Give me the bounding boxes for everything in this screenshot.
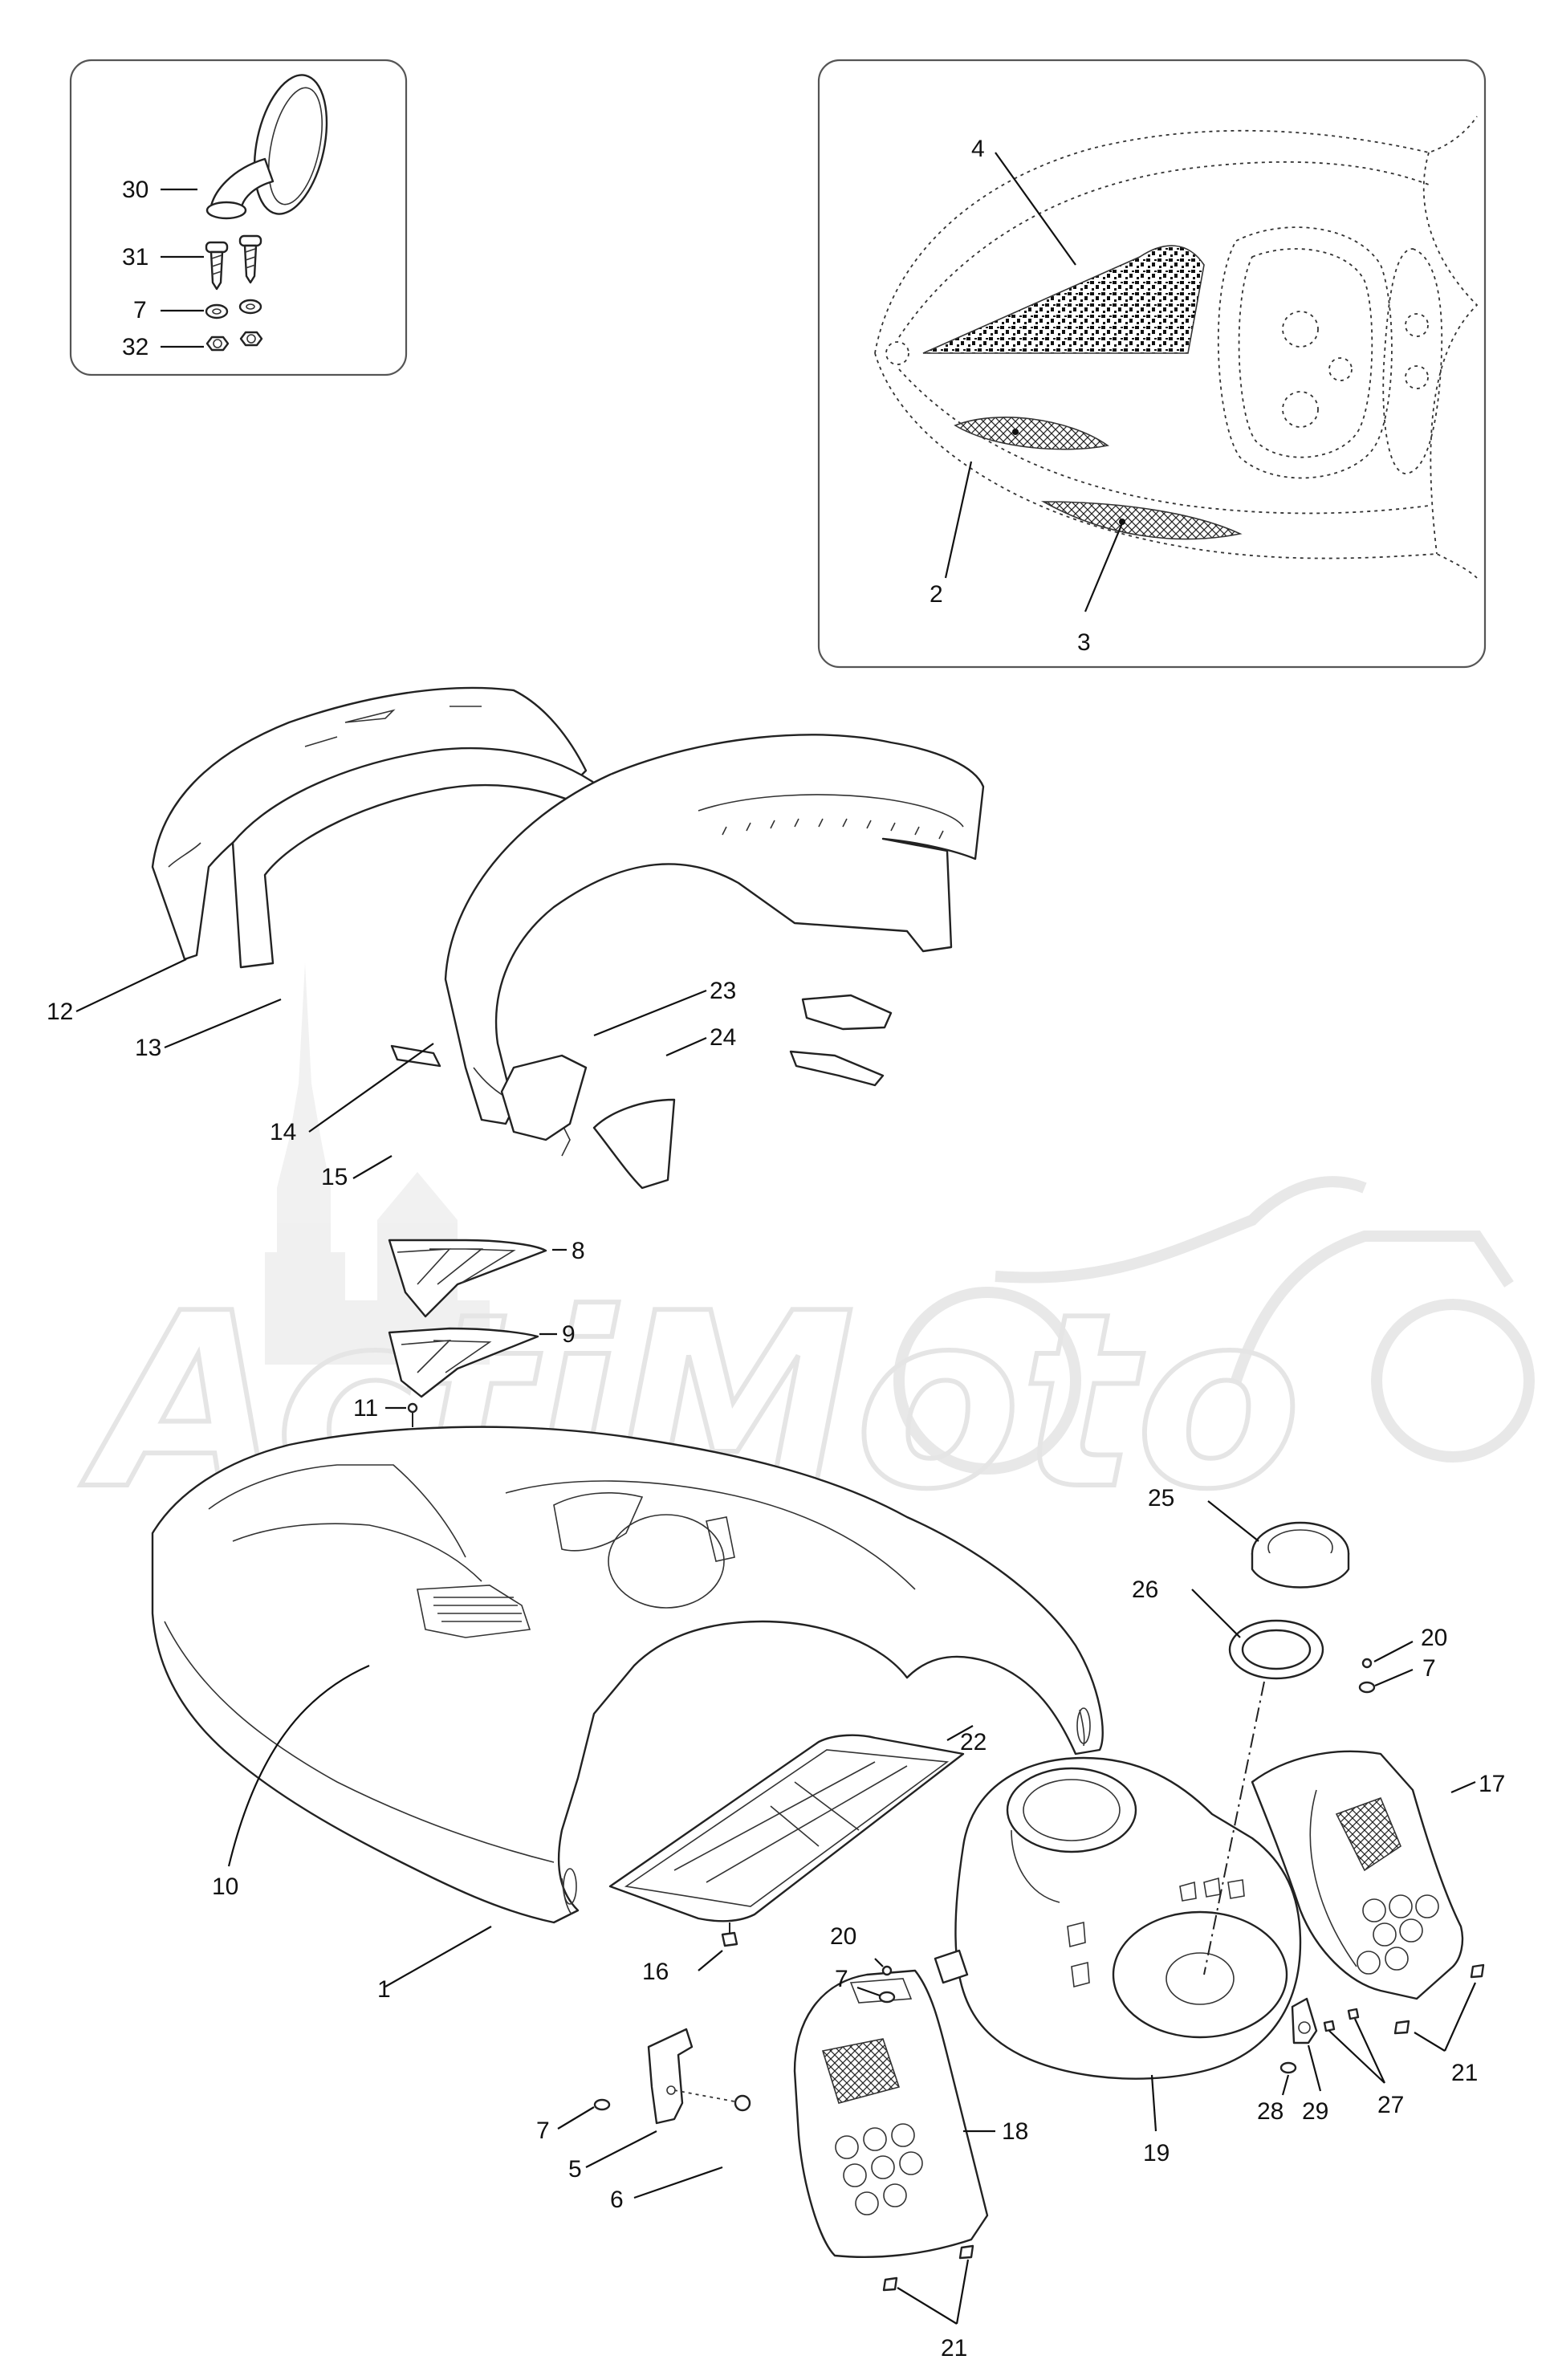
callout-32: 32 xyxy=(122,334,148,360)
side-panel-18 xyxy=(793,1958,995,2325)
callout-2: 2 xyxy=(930,581,943,608)
callout-3: 3 xyxy=(1077,629,1091,656)
callout-7-washer: 7 xyxy=(133,297,147,323)
callout-10: 10 xyxy=(212,1873,238,1900)
callout-25: 25 xyxy=(1148,1485,1174,1511)
cowl-12-13 xyxy=(75,686,612,1049)
callout-1: 1 xyxy=(377,1976,391,2003)
callout-12: 12 xyxy=(47,999,73,1025)
callout-30: 30 xyxy=(122,177,148,203)
callout-26: 26 xyxy=(1132,1576,1158,1603)
tray-22 xyxy=(608,1725,974,1971)
callout-8: 8 xyxy=(572,1238,585,1264)
bracket-5-6 xyxy=(557,2028,751,2199)
console-19 xyxy=(934,1756,1302,2132)
callout-21-bottom: 21 xyxy=(941,2335,967,2362)
callout-7-upper: 7 xyxy=(1422,1655,1436,1682)
vents xyxy=(385,1239,567,1525)
side-panel-17 xyxy=(1251,1641,1485,2052)
callout-22: 22 xyxy=(960,1729,987,1756)
front-body-1 xyxy=(151,1426,1104,1987)
callout-9: 9 xyxy=(562,1321,576,1348)
callout-28: 28 xyxy=(1257,2098,1283,2125)
callout-27: 27 xyxy=(1377,2092,1404,2118)
callout-4: 4 xyxy=(971,136,985,162)
callout-13: 13 xyxy=(135,1035,161,1061)
callout-5: 5 xyxy=(568,2156,582,2183)
rings-25-26 xyxy=(1191,1500,1350,1975)
callout-11: 11 xyxy=(353,1395,378,1422)
callout-21-right: 21 xyxy=(1451,2060,1478,2086)
callout-20-upper: 20 xyxy=(1421,1625,1447,1651)
callout-labels: 30 31 7 32 4 2 3 12 13 14 15 23 24 8 9 1… xyxy=(47,136,1505,2362)
callout-7-lower: 7 xyxy=(835,1966,848,1992)
bracket-27-29 xyxy=(1279,1997,1385,2096)
callout-23: 23 xyxy=(710,978,736,1004)
callout-7-bracket: 7 xyxy=(536,2118,550,2144)
mirror-inset xyxy=(69,59,408,376)
callout-24: 24 xyxy=(710,1024,736,1051)
callout-29: 29 xyxy=(1302,2098,1328,2125)
seat-inset xyxy=(817,59,1487,669)
callout-14: 14 xyxy=(270,1119,296,1145)
callout-15: 15 xyxy=(321,1164,348,1190)
callout-19: 19 xyxy=(1143,2140,1170,2166)
callout-16: 16 xyxy=(642,1959,669,1985)
callout-6: 6 xyxy=(610,2187,624,2213)
callout-31: 31 xyxy=(122,244,148,271)
callout-20-lower: 20 xyxy=(830,1923,856,1950)
cowl-14 xyxy=(308,734,985,1190)
callout-18: 18 xyxy=(1002,2118,1028,2145)
callout-17: 17 xyxy=(1479,1771,1505,1797)
